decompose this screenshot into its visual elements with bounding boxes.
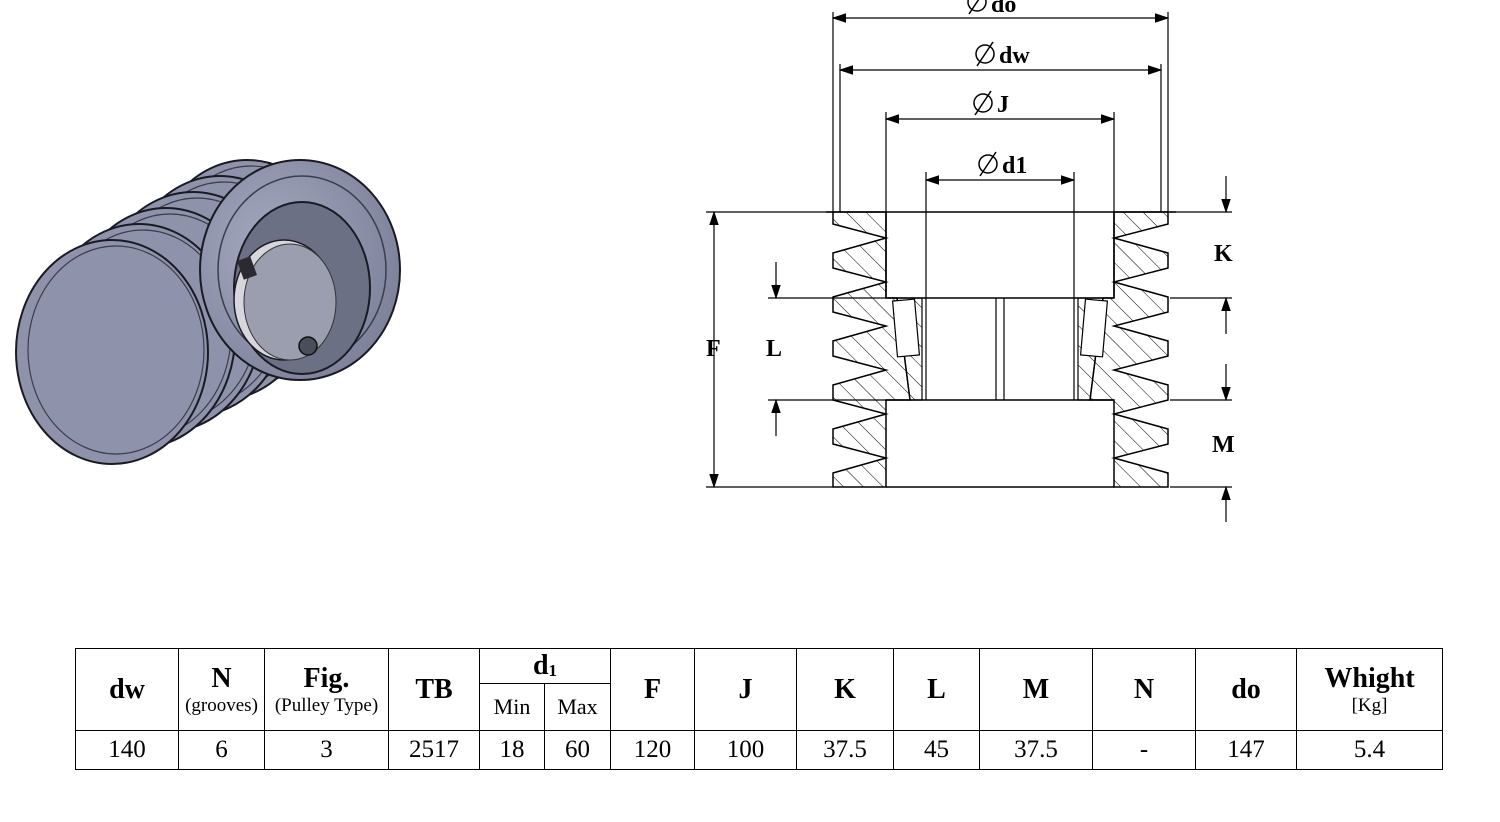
dim-label-k: K [1214,241,1233,267]
dim-label-l: L [766,336,782,362]
cell-f: 120 [610,730,696,770]
header-d1-index: 1 [548,661,558,680]
section-screw-right [1079,298,1109,358]
header-l: L [893,648,981,731]
pulley-groove-edge [27,245,205,455]
header-m: M [979,648,1094,731]
dim-label-j: J [997,92,1009,118]
header-fig-label: Fig. [303,662,350,694]
header-dw: dw [75,648,179,731]
header-weight-label: Whight [1324,662,1415,694]
dim-label-dw: dw [999,43,1030,69]
cell-weight: 5.4 [1296,730,1444,770]
cell-max: 60 [543,730,612,770]
cell-j: 100 [694,730,798,770]
dimension-lines [706,12,1232,522]
dim-label-do: do [991,0,1016,18]
pulley-groove-ring [15,239,209,465]
header-k: K [796,648,895,731]
dimension-labels: do dw J d1 K L F M [706,0,1235,458]
header-tb: TB [388,648,480,731]
cell-k: 37.5 [796,730,895,770]
header-max: Max [543,683,612,731]
dim-label-f: F [706,336,721,362]
cell-do: 147 [1195,730,1298,770]
cell-fig: 3 [264,730,389,770]
header-n-grooves-sub: (grooves) [185,694,258,716]
header-min: Min [479,683,545,731]
technical-drawing: do dw J d1 K L F M [15,0,1235,522]
header-j: J [694,648,798,731]
diameter-icon [967,0,998,177]
header-n-grooves: N (grooves) [178,648,265,731]
cell-m: 37.5 [979,730,1094,770]
header-weight-sub: [Kg] [1351,694,1388,716]
dim-label-m: M [1212,432,1235,458]
set-screw-icon [298,336,318,356]
header-fig-sub: (Pulley Type) [274,694,379,716]
header-f: F [610,648,696,731]
section-screw-left [891,298,921,358]
bushing-bore [243,243,337,361]
cell-tb: 2517 [388,730,480,770]
cell-dw: 140 [75,730,179,770]
pulley-3d-illustration [15,159,401,465]
header-n: N [1092,648,1197,731]
header-weight: Whight [Kg] [1296,648,1444,731]
pulley-section-view [826,211,1176,488]
specification-table: dw N (grooves) Fig. (Pulley Type) TB d1 … [75,648,1444,770]
header-n-grooves-label: N [211,662,232,694]
header-fig: Fig. (Pulley Type) [264,648,389,731]
bushing-slot [237,256,257,280]
dim-label-d1: d1 [1002,153,1027,179]
cell-n-grooves: 6 [178,730,265,770]
cell-min: 18 [479,730,545,770]
header-d1: d1 [478,648,612,684]
cell-l: 45 [893,730,981,770]
header-d1-label: d [532,650,549,681]
cell-n: - [1092,730,1197,770]
header-do: do [1195,648,1298,731]
table-row: 140 6 3 2517 18 60 120 100 37.5 45 37.5 … [75,730,1444,770]
